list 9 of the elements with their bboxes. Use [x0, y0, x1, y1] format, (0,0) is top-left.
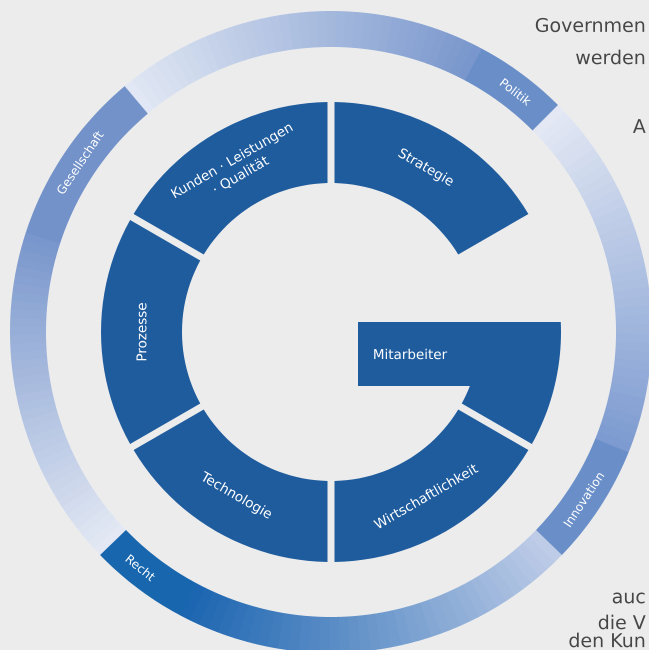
text-fragment: A [632, 119, 646, 133]
text-fragment: Governmen [536, 18, 644, 32]
g-segment: Mitarbeiter [358, 322, 561, 444]
text-fragment: den Kun [569, 632, 644, 648]
text-fragment: die V [598, 614, 646, 630]
text-fragment: werden [576, 50, 644, 64]
ring-segment: Prozesse [101, 220, 200, 444]
text-fragment: auc [612, 592, 645, 604]
node-label: Prozesse [136, 303, 147, 360]
